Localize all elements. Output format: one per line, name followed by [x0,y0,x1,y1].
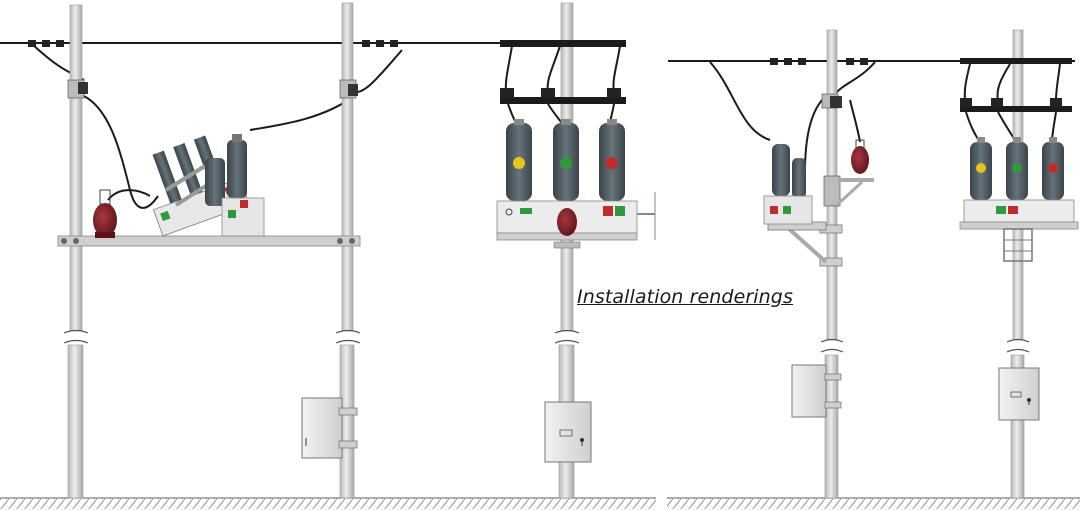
h-frame-installation [57,79,361,247]
overhead-lines [0,42,1075,209]
bracket-breaker [763,93,874,267]
ground [0,497,1080,509]
three-phase-breaker [496,40,656,249]
line-clamps [28,40,868,65]
platform-three-phase-breaker [959,58,1079,262]
control-boxes [301,364,1040,463]
installation-caption: Installation renderings [577,286,793,308]
voltage-transformer [93,189,117,238]
